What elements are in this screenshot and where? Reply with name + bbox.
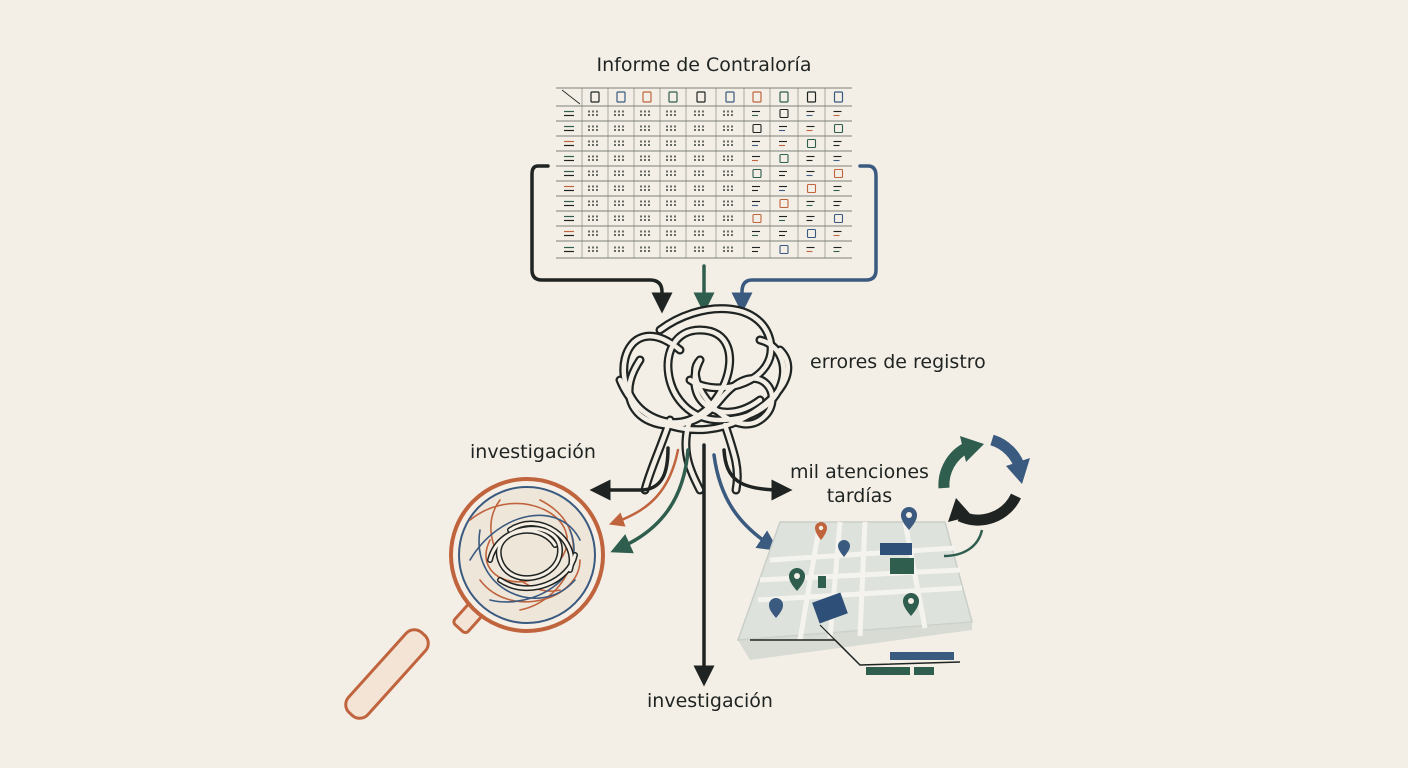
map-bar-blue xyxy=(890,652,954,660)
map-bar-green xyxy=(866,667,910,675)
label-investigacion-left: investigación xyxy=(470,441,596,463)
magnifying-glass-icon xyxy=(344,477,605,720)
map-bar-green-2 xyxy=(914,667,934,675)
arrow-to-lens-green xyxy=(610,448,690,554)
arrow-to-right-dark xyxy=(722,448,793,501)
map-block-green-2 xyxy=(818,576,826,588)
magnifier-handle xyxy=(344,628,430,720)
pin-orange xyxy=(815,522,827,540)
map-block-blue-2 xyxy=(812,592,848,624)
arrow-left-dark xyxy=(530,164,673,314)
label-mil-line-2: tardías xyxy=(826,485,893,507)
map-with-pins-icon xyxy=(736,507,973,675)
arrows-table-to-knot xyxy=(530,164,878,314)
label-mil-atenciones-tardias: mil atenciones tardías xyxy=(790,460,929,508)
pin-blue-mid xyxy=(838,540,850,557)
arrow-to-map-blue xyxy=(712,453,779,551)
pin-blue-top xyxy=(901,507,917,530)
table-cells xyxy=(564,91,844,255)
arrows-knot-outputs xyxy=(589,443,793,687)
map-block-green xyxy=(890,558,914,574)
table-grid xyxy=(556,87,852,259)
report-table-icon xyxy=(556,87,852,259)
cycle-arc-dark xyxy=(957,493,1021,526)
arrow-to-left-dark xyxy=(589,446,670,501)
cycle-to-map-link xyxy=(943,529,984,558)
pin-green-left xyxy=(789,568,805,591)
map-pins xyxy=(769,507,919,618)
arrow-to-lens-orange xyxy=(608,448,680,527)
pin-green-right xyxy=(903,593,919,616)
cycle-arc-green xyxy=(938,443,969,489)
diagram-title: Informe de Contraloría xyxy=(596,54,812,76)
pin-blue-left xyxy=(769,598,783,618)
label-errores-de-registro: errores de registro xyxy=(810,351,986,373)
label-investigacion-bottom: investigación xyxy=(647,690,773,712)
map-block-blue xyxy=(880,543,912,555)
label-mil-line-1: mil atenciones xyxy=(790,461,929,483)
arrow-right-blue xyxy=(731,164,878,314)
circular-arrows-icon xyxy=(938,434,1030,558)
